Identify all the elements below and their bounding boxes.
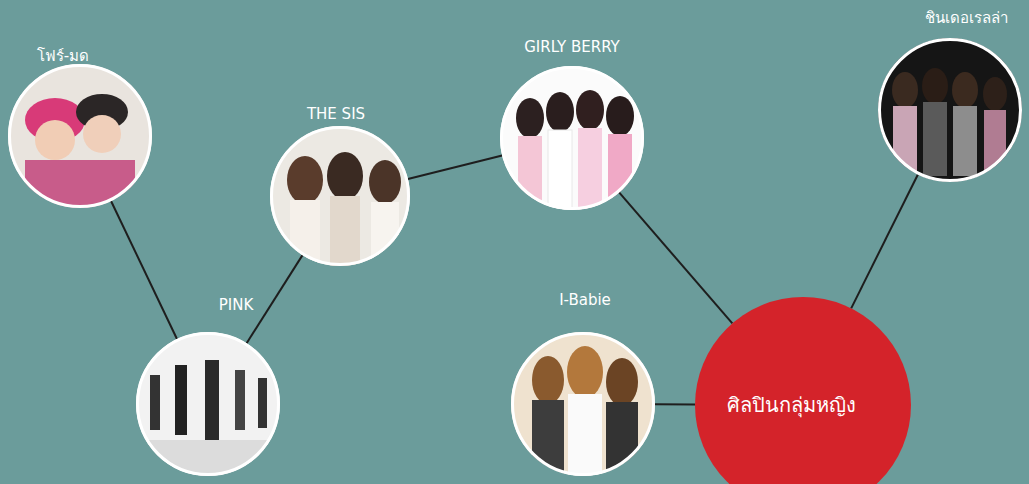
link-line bbox=[111, 201, 177, 339]
group-photo bbox=[130, 330, 290, 484]
group-photo bbox=[0, 60, 160, 220]
link-line bbox=[247, 255, 303, 343]
artist-circle: I-Babie bbox=[511, 332, 655, 476]
group-photo bbox=[876, 36, 1026, 186]
artist-circle: ชินเดอเรลล่า bbox=[878, 38, 1022, 182]
artist-circle: PINK bbox=[136, 332, 280, 476]
artist-circle: โฟร์-มด bbox=[8, 64, 152, 208]
artist-name: THE SIS bbox=[307, 105, 365, 123]
link-line bbox=[851, 174, 918, 308]
artist-name: โฟร์-มด bbox=[37, 44, 89, 68]
artist-name: GIRLY BERRY bbox=[524, 38, 620, 56]
link-line bbox=[619, 192, 732, 323]
hub-label: ศิลปินกลุ่มหญิง bbox=[727, 389, 880, 421]
hub-circle: ศิลปินกลุ่มหญิง bbox=[695, 297, 911, 484]
group-photo bbox=[498, 64, 648, 216]
artist-circle: THE SIS bbox=[270, 126, 410, 266]
artist-name: PINK bbox=[219, 296, 254, 314]
artist-name: I-Babie bbox=[559, 291, 611, 309]
group-photo bbox=[268, 124, 412, 270]
link-line bbox=[655, 403, 695, 405]
artist-name: ชินเดอเรลล่า bbox=[925, 6, 1008, 30]
group-photo bbox=[509, 330, 659, 480]
link-line bbox=[408, 155, 502, 179]
artist-circle: GIRLY BERRY bbox=[500, 66, 644, 210]
